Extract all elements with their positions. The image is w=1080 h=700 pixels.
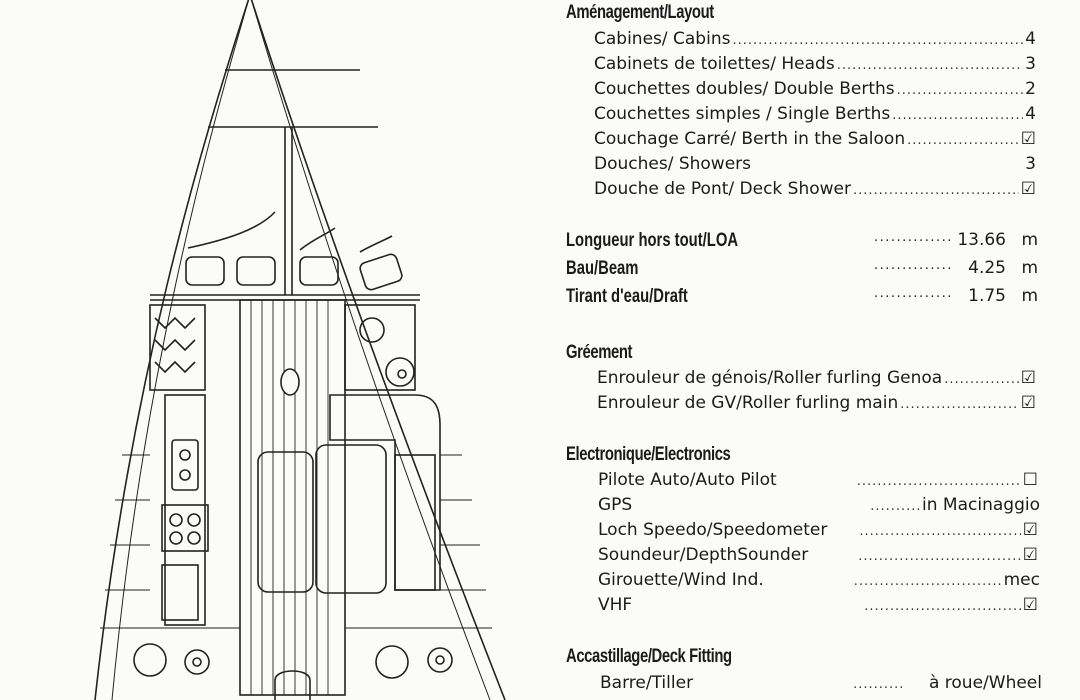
rigging-row-main: Enrouleur de GV/Roller furling main ....… xyxy=(597,393,1036,417)
row-label: GPS xyxy=(598,495,633,515)
row-label: Douche de Pont/ Deck Shower xyxy=(594,179,851,199)
dimension-value: 4.25 xyxy=(968,258,1006,278)
layout-section-title: Aménagement/Layout xyxy=(566,2,714,23)
leader-dots: ........................................… xyxy=(896,83,1024,98)
checked-box-icon: ☑ xyxy=(1020,368,1036,388)
row-label: Loch Speedo/Speedometer xyxy=(598,520,828,540)
leader-dots: ........................................… xyxy=(732,33,1024,48)
leader-dots: .............. xyxy=(874,258,953,273)
electronics-row-autopilot: Pilote Auto/Auto Pilot .................… xyxy=(598,470,1038,494)
dimension-row-loa: Longueur hors tout/LOA .............. 13… xyxy=(566,230,1042,256)
checked-box-icon: ☑ xyxy=(1020,179,1036,199)
dimension-value: 13.66 xyxy=(957,230,1006,250)
checked-box-icon: ☑ xyxy=(1022,520,1038,540)
row-value: mec xyxy=(1003,570,1040,590)
row-label: Barre/Tiller xyxy=(600,673,694,693)
dimension-row-beam: Bau/Beam .............. 4.25 m xyxy=(566,258,1042,284)
leader-dots: ........................................… xyxy=(853,574,1002,589)
checked-box-icon: ☑ xyxy=(1022,545,1038,565)
rigging-section-title: Gréement xyxy=(566,342,633,363)
electronics-row-gps: GPS ............ in Macinaggio xyxy=(598,495,1040,519)
deck-section-title: Accastillage/Deck Fitting xyxy=(566,646,732,667)
rigging-row-genoa: Enrouleur de génois/Roller furling Genoa… xyxy=(597,368,1036,392)
layout-row-double-berths: Couchettes doubles/ Double Berths ......… xyxy=(594,79,1036,103)
leader-dots: .............. xyxy=(874,286,953,301)
leader-dots: ........................................… xyxy=(892,108,1023,123)
empty-box-icon: ☐ xyxy=(1022,470,1038,490)
deck-row-tiller: Barre/Tiller .......... à roue/Wheel xyxy=(600,673,1042,697)
dimension-label: Longueur hors tout/LOA xyxy=(566,230,739,251)
layout-row-single-berths: Couchettes simples / Single Berths .....… xyxy=(594,104,1036,128)
row-value: à roue/Wheel xyxy=(928,673,1042,693)
row-label: Couchage Carré/ Berth in the Saloon xyxy=(594,129,906,149)
leader-dots: ........................................… xyxy=(944,372,1019,387)
electronics-section-title: Electronique/Electronics xyxy=(566,444,731,465)
row-value: in Macinaggio xyxy=(922,495,1040,515)
layout-row-saloon-berth: Couchage Carré/ Berth in the Saloon ....… xyxy=(594,129,1036,153)
leader-dots: ........................................… xyxy=(859,524,1020,539)
row-label: Girouette/Wind Ind. xyxy=(598,570,764,590)
leader-dots: . xyxy=(753,158,1023,173)
layout-row-heads: Cabinets de toilettes/ Heads ...........… xyxy=(594,54,1036,78)
row-label: Enrouleur de génois/Roller furling Genoa xyxy=(597,368,943,388)
layout-row-showers: Douches/ Showers . 3 xyxy=(594,154,1036,178)
boat-layout-drawing xyxy=(94,0,506,700)
row-label: VHF xyxy=(598,595,633,615)
dimension-unit: m xyxy=(1021,258,1038,278)
dimension-label: Tirant d'eau/Draft xyxy=(566,286,688,307)
row-value: 4 xyxy=(1025,104,1036,124)
row-value: 2 xyxy=(1025,79,1036,99)
leader-dots: .......... xyxy=(853,677,905,692)
leader-dots: .............. xyxy=(874,230,953,245)
dimension-value: 1.75 xyxy=(968,286,1006,306)
leader-dots: ........................................… xyxy=(852,183,1019,198)
row-label: Douches/ Showers xyxy=(594,154,752,174)
row-value: 3 xyxy=(1025,54,1036,74)
row-label: Cabines/ Cabins xyxy=(594,29,731,49)
row-value: 3 xyxy=(1025,154,1036,174)
checked-box-icon: ☑ xyxy=(1020,129,1036,149)
leader-dots: ........................................… xyxy=(858,549,1021,564)
electronics-row-speedometer: Loch Speedo/Speedometer ................… xyxy=(598,520,1038,544)
leader-dots: ........................................… xyxy=(907,133,1019,148)
hull-outline xyxy=(94,0,506,700)
dimension-label: Bau/Beam xyxy=(566,258,639,279)
row-label: Couchettes simples / Single Berths xyxy=(594,104,891,124)
layout-row-deck-shower: Douche de Pont/ Deck Shower ............… xyxy=(594,179,1036,203)
row-label: Cabinets de toilettes/ Heads xyxy=(594,54,835,74)
dimension-unit: m xyxy=(1021,286,1038,306)
layout-row-cabins: Cabines/ Cabins ........................… xyxy=(594,29,1036,53)
row-value: 4 xyxy=(1025,29,1036,49)
checked-box-icon: ☑ xyxy=(1020,393,1036,413)
leader-dots: ........................................… xyxy=(864,599,1021,614)
leader-dots: ............ xyxy=(870,499,920,514)
checked-box-icon: ☑ xyxy=(1022,595,1038,615)
electronics-row-wind: Girouette/Wind Ind. ....................… xyxy=(598,570,1040,594)
leader-dots: ........................................… xyxy=(900,397,1019,412)
row-label: Soundeur/DepthSounder xyxy=(598,545,809,565)
row-label: Enrouleur de GV/Roller furling main xyxy=(597,393,899,413)
row-label: Pilote Auto/Auto Pilot xyxy=(598,470,777,490)
dimension-unit: m xyxy=(1021,230,1038,250)
leader-dots: ........................................… xyxy=(836,58,1023,73)
row-label: Couchettes doubles/ Double Berths xyxy=(594,79,895,99)
leader-dots: ........................................… xyxy=(856,474,1021,489)
dimension-row-draft: Tirant d'eau/Draft .............. 1.75 m xyxy=(566,286,1042,312)
electronics-row-depthsounder: Soundeur/DepthSounder ..................… xyxy=(598,545,1038,569)
electronics-row-vhf: VHF ....................................… xyxy=(598,595,1038,619)
